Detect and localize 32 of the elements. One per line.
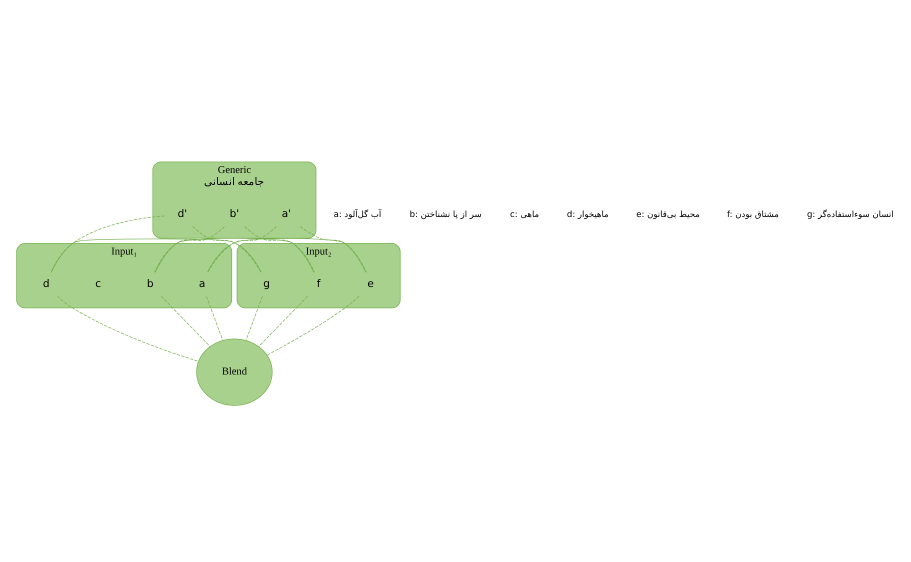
connector: [244, 226, 315, 273]
connector: [266, 296, 360, 356]
node-label: جامعه انسانی: [204, 176, 265, 188]
connector: [258, 296, 308, 347]
label: g: انسان سوءاستفاده‌گر: [806, 210, 894, 220]
node-text: c: [95, 278, 102, 290]
connector: [50, 238, 262, 273]
node-text: b': [230, 208, 240, 220]
label: b: سر از پا نشناختن: [410, 210, 482, 220]
label: a: آب گل‌آلود: [334, 210, 382, 220]
connector: [154, 238, 314, 273]
connector: [160, 296, 210, 347]
node-text: b: [146, 278, 154, 290]
node-text: e: [367, 278, 374, 290]
label: e: محیط بی‌قانون: [636, 210, 700, 220]
node-text: f: [316, 278, 320, 290]
node-text: a': [282, 208, 292, 220]
node-text: a: [198, 278, 206, 290]
connector: [300, 226, 367, 273]
node-text: g: [263, 278, 270, 290]
connector: [154, 226, 225, 273]
label: f: مشتاق بودن: [726, 210, 779, 220]
connector: [207, 226, 277, 273]
connector: [192, 226, 262, 273]
node-text: d: [42, 278, 50, 290]
connector: [207, 238, 366, 273]
node-text: d': [178, 208, 188, 220]
connector: [57, 296, 199, 362]
label: c: ماهی: [510, 210, 540, 220]
label: d: ماهیخوار: [566, 210, 609, 220]
connector: [50, 216, 165, 273]
node-ellipse: Blend: [196, 338, 273, 406]
